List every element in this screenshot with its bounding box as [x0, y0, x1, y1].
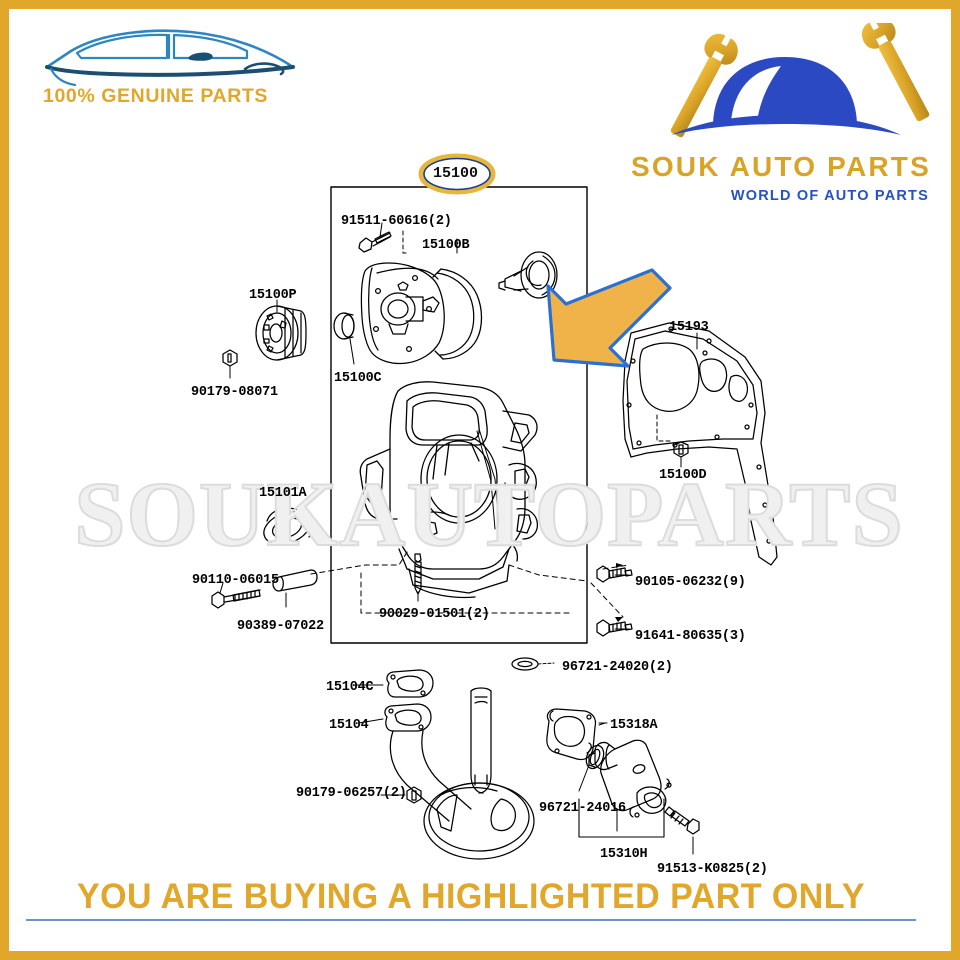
label-15100D: 15100D	[659, 468, 707, 483]
label-91513-K0825: 91513-K0825(2)	[657, 862, 768, 877]
label-91641-80635: 91641-80635(3)	[635, 629, 746, 644]
label-15318A: 15318A	[610, 718, 658, 733]
label-15104C: 15104C	[326, 680, 374, 695]
label-90179-08071: 90179-08071	[191, 385, 278, 400]
brand-name: SOUK AUTO PARTS	[630, 151, 931, 182]
gasket-15100B	[440, 268, 483, 360]
oil-seal-15101A	[263, 507, 313, 545]
bolt-90110-06015	[211, 589, 261, 609]
crossed-wrenches-dome-logo-icon	[670, 23, 930, 138]
oil-pump-body-15100	[359, 381, 539, 599]
timing-cover-15100B	[360, 262, 445, 365]
nut-90179-08071	[222, 349, 238, 367]
label-15100P: 15100P	[249, 288, 297, 303]
header-left: 100% GENUINE PARTS	[31, 27, 361, 117]
brand-subtitle: WORLD OF AUTO PARTS	[730, 188, 929, 204]
label-15101A: 15101A	[259, 486, 307, 501]
bushing-15100C	[333, 312, 355, 340]
label-15100C: 15100C	[334, 371, 382, 386]
plug-15100D	[673, 441, 689, 458]
label-90179-06257: 90179-06257(2)	[296, 786, 407, 801]
label-96721-24020: 96721-24020(2)	[562, 660, 673, 675]
label-15100B: 15100B	[422, 238, 470, 253]
car-silhouette-icon	[45, 29, 295, 87]
o-ring-96721-24016	[585, 744, 605, 770]
bolt-91513-K0825	[664, 806, 700, 835]
group-callout-15100	[418, 153, 496, 195]
oil-strainer-15104	[384, 669, 535, 860]
label-91511-60616: 91511-60616(2)	[341, 214, 452, 229]
label-90029-01501: 90029-01501(2)	[379, 607, 490, 622]
bottom-banner: YOU ARE BUYING A HIGHLIGHTED PART ONLY	[9, 877, 933, 921]
parts-diagram	[211, 153, 778, 860]
label-90105-06232: 90105-06232(9)	[635, 575, 746, 590]
stud-90029-01501	[414, 553, 422, 595]
bolt-91511	[358, 231, 392, 253]
gasket-plate-15193	[622, 322, 778, 566]
label-96721-24016: 96721-24016	[539, 801, 626, 816]
highlight-arrow	[546, 268, 672, 368]
label-90389-07022: 90389-07022	[237, 619, 324, 634]
label-group-15100: 15100	[433, 165, 479, 182]
label-15104: 15104	[329, 718, 369, 733]
nut-90179-06257	[406, 786, 422, 804]
group-box	[330, 186, 588, 644]
part-number-labels: 15100 91511-60616(2) 15100B 15100P 90179…	[9, 9, 951, 951]
header-right-logo-block: SOUK AUTO PARTS WORLD OF AUTO PARTS	[575, 23, 945, 204]
label-15193: 15193	[669, 320, 709, 335]
sprocket-15100P	[255, 305, 307, 361]
genuine-parts-tagline: 100% GENUINE PARTS	[43, 85, 268, 107]
label-15310H: 15310H	[600, 847, 648, 862]
banner-divider	[26, 919, 916, 921]
banner-text: YOU ARE BUYING A HIGHLIGHTED PART ONLY	[76, 877, 866, 916]
label-90110-06015: 90110-06015	[192, 573, 279, 588]
